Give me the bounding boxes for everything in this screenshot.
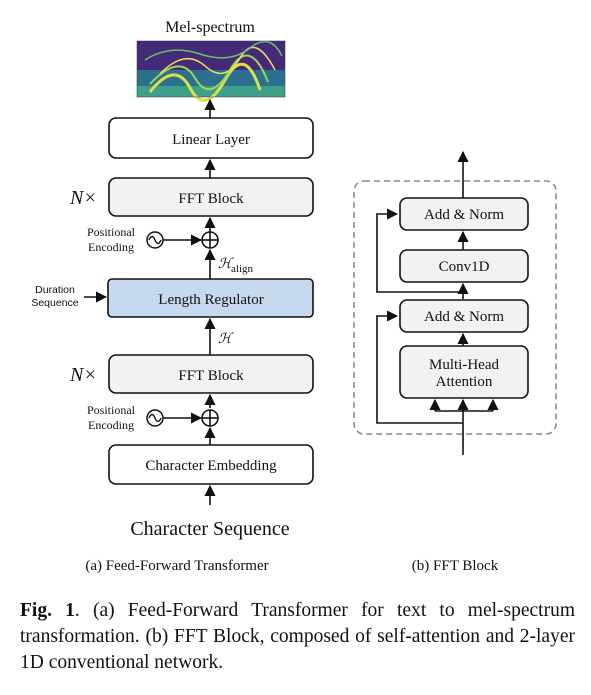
- figure-caption-label: Fig. 1: [20, 600, 75, 621]
- figure-caption-text: . (a) Feed-Forward Transformer for text …: [20, 600, 575, 673]
- character-embedding-box: Character Embedding: [108, 444, 314, 485]
- linear-layer-label: Linear Layer: [172, 132, 250, 148]
- duration-label-2: Sequence: [31, 297, 78, 309]
- add-circle-icon-bottom: [201, 409, 219, 427]
- character-embedding-label: Character Embedding: [145, 458, 277, 474]
- mha-label-1: Multi-Head: [429, 357, 499, 373]
- sine-wave-icon-top: [146, 231, 164, 249]
- fft-block-bottom-label: FFT Block: [178, 368, 244, 384]
- character-sequence-label: Character Sequence: [130, 518, 289, 540]
- residual-arrow-bottom: [376, 310, 463, 424]
- add-norm-bottom-box: Add & Norm: [399, 299, 529, 333]
- figure-caption: Fig. 1. (a) Feed-Forward Transformer for…: [20, 598, 575, 676]
- linear-layer-box: Linear Layer: [108, 117, 314, 159]
- svg-text:ℋ: ℋ: [218, 256, 234, 272]
- subcaption-a: (a) Feed-Forward Transformer: [85, 558, 268, 574]
- mel-spectrum-image: [136, 40, 286, 102]
- add-norm-bottom-label: Add & Norm: [424, 309, 504, 325]
- nx-top-label: N×: [69, 187, 97, 209]
- ffn-diagram: Mel-spectrum Linear Layer N× FFT Block P…: [31, 19, 557, 574]
- h-symbol: ℋ: [218, 331, 234, 347]
- fft-block-dashed-frame: [353, 180, 557, 435]
- length-regulator-box: Length Regulator: [107, 278, 314, 318]
- h-align-symbol: ℋ align: [218, 256, 253, 275]
- pos-enc-top-label-2: Encoding: [88, 240, 134, 254]
- fft-block-top-label: FFT Block: [178, 191, 244, 207]
- subcaption-b: (b) FFT Block: [412, 558, 499, 574]
- duration-label-1: Duration: [35, 284, 75, 296]
- mel-spectrum-label: Mel-spectrum: [165, 19, 255, 36]
- multi-head-attention-box: Multi-Head Attention: [399, 345, 529, 399]
- add-circle-icon-top: [201, 231, 219, 249]
- pos-enc-top-label-1: Positional: [87, 225, 136, 239]
- add-norm-top-box: Add & Norm: [399, 197, 529, 231]
- fft-block-top: FFT Block: [108, 177, 314, 217]
- conv1d-box: Conv1D: [399, 249, 529, 283]
- sine-wave-icon-bottom: [146, 409, 164, 427]
- conv1d-label: Conv1D: [439, 259, 490, 275]
- residual-arrow-top: [376, 208, 463, 293]
- length-regulator-label: Length Regulator: [158, 292, 263, 308]
- pos-enc-bottom-label-1: Positional: [87, 403, 136, 417]
- pos-enc-bottom-label-2: Encoding: [88, 418, 134, 432]
- mha-label-2: Attention: [436, 374, 493, 390]
- nx-bottom-label: N×: [69, 364, 97, 386]
- fft-block-bottom: FFT Block: [108, 354, 314, 394]
- svg-text:align: align: [231, 263, 253, 275]
- add-norm-top-label: Add & Norm: [424, 207, 504, 223]
